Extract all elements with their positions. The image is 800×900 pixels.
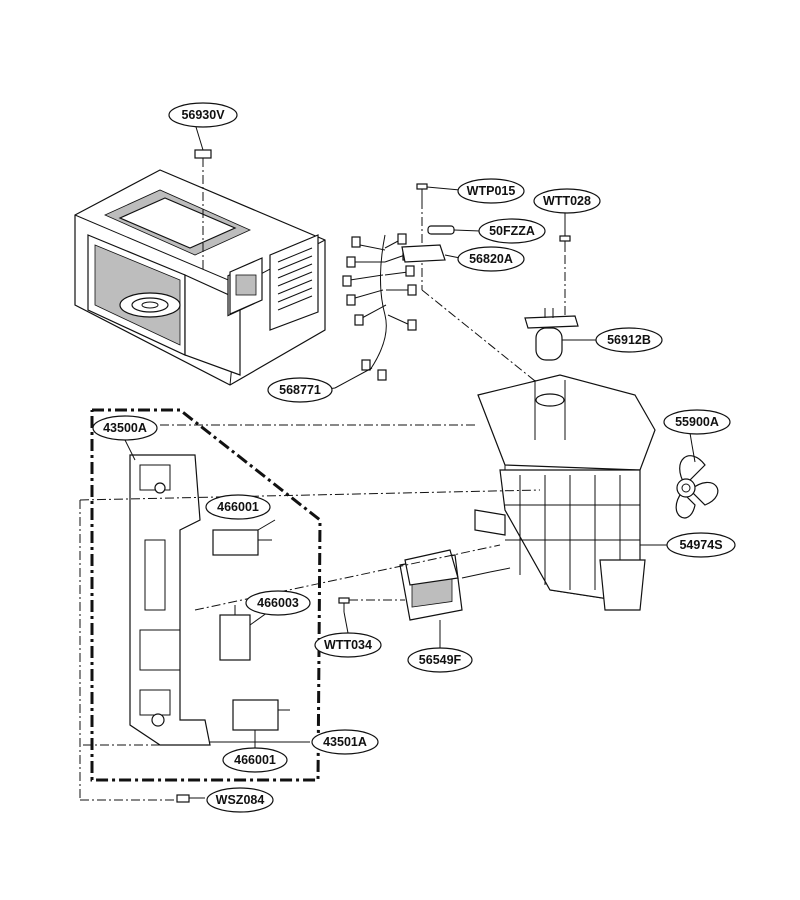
svg-text:54974S: 54974S: [679, 538, 722, 552]
part-labels: 56930V WTP015 WTT028 50FZZA 56820A 56912…: [92, 102, 736, 813]
cavity-assembly: [74, 149, 326, 386]
svg-text:50FZZA: 50FZZA: [489, 224, 535, 238]
label-WSZ084: WSZ084: [206, 787, 274, 813]
label-56930V: 56930V: [168, 102, 238, 128]
fan-motor: [399, 549, 511, 652]
label-50FZZA: 50FZZA: [478, 218, 546, 244]
svg-text:466003: 466003: [257, 596, 299, 610]
svg-text:568771: 568771: [279, 383, 321, 397]
svg-text:WTT028: WTT028: [543, 194, 591, 208]
label-WTP015: WTP015: [457, 178, 525, 204]
label-43500A: 43500A: [92, 415, 158, 441]
label-466001-upper: 466001: [205, 494, 271, 520]
air-duct-bracket: [474, 374, 656, 611]
svg-text:WTT034: WTT034: [324, 638, 372, 652]
svg-text:56549F: 56549F: [419, 653, 462, 667]
label-56820A: 56820A: [457, 246, 525, 272]
label-55900A: 55900A: [663, 409, 731, 435]
label-56549F: 56549F: [407, 647, 473, 673]
label-43501A: 43501A: [311, 729, 379, 755]
label-466003: 466003: [245, 590, 311, 616]
label-56912B: 56912B: [595, 327, 663, 353]
interlock-region: [90, 408, 322, 782]
label-466001-lower: 466001: [222, 747, 288, 773]
reference-lines: [79, 424, 541, 801]
svg-text:WTP015: WTP015: [467, 184, 516, 198]
fan-blade: [675, 444, 719, 519]
svg-text:56930V: 56930V: [181, 108, 225, 122]
label-568771: 568771: [267, 377, 333, 403]
svg-text:43501A: 43501A: [323, 735, 367, 749]
screw-wtt034: [338, 597, 405, 612]
label-WTT034: WTT034: [314, 632, 382, 658]
svg-text:56820A: 56820A: [469, 252, 513, 266]
svg-text:43500A: 43500A: [103, 421, 147, 435]
svg-text:466001: 466001: [234, 753, 276, 767]
label-WTT028: WTT028: [533, 188, 601, 214]
svg-text:56912B: 56912B: [607, 333, 651, 347]
fuse-holder-assembly: [401, 183, 571, 386]
svg-text:55900A: 55900A: [675, 415, 719, 429]
label-54974S: 54974S: [666, 532, 736, 558]
screw-wsz084: [176, 794, 205, 803]
svg-text:466001: 466001: [217, 500, 259, 514]
lamp-assembly: [524, 308, 579, 361]
svg-text:WSZ084: WSZ084: [216, 793, 265, 807]
